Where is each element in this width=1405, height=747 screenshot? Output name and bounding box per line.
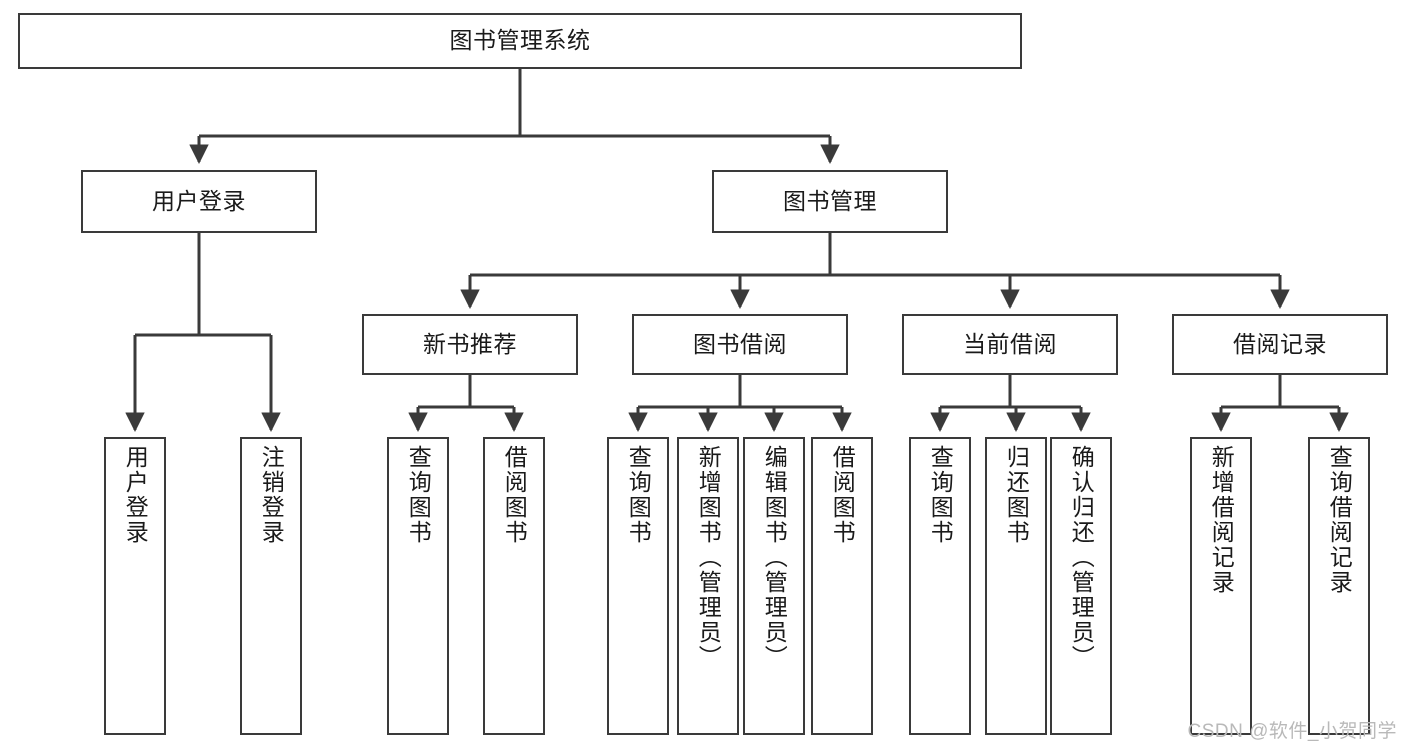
leaf-user-login-label: 用户登录 xyxy=(122,445,149,545)
leaf-borrow-book[interactable]: 借阅图书 xyxy=(811,437,873,735)
leaf-return-book[interactable]: 归还图书 xyxy=(985,437,1047,735)
leaf-query-book-borrow[interactable]: 查询图书 xyxy=(607,437,669,735)
node-user-login-label: 用户登录 xyxy=(152,187,246,214)
leaf-borrow-book-label: 借阅图书 xyxy=(829,445,856,545)
node-book-borrow[interactable]: 图书借阅 xyxy=(632,314,848,375)
leaf-query-book-current-label: 查询图书 xyxy=(927,445,954,545)
node-current-borrow-label: 当前借阅 xyxy=(963,330,1057,357)
node-book-borrow-label: 图书借阅 xyxy=(693,330,787,357)
node-book-management-label: 图书管理 xyxy=(783,187,877,214)
node-new-book-recommend-label: 新书推荐 xyxy=(423,330,517,357)
leaf-confirm-return-admin-label: 确认归还（管理员） xyxy=(1068,445,1095,670)
node-borrow-record-label: 借阅记录 xyxy=(1233,330,1327,357)
leaf-edit-book-admin-label: 编辑图书（管理员） xyxy=(761,445,788,670)
leaf-add-book-admin-label: 新增图书（管理员） xyxy=(695,445,722,670)
leaf-query-book-borrow-label: 查询图书 xyxy=(625,445,652,545)
leaf-query-borrow-record-label: 查询借阅记录 xyxy=(1326,445,1353,595)
leaf-query-book-current[interactable]: 查询图书 xyxy=(909,437,971,735)
node-new-book-recommend[interactable]: 新书推荐 xyxy=(362,314,578,375)
leaf-user-login[interactable]: 用户登录 xyxy=(104,437,166,735)
leaf-query-borrow-record[interactable]: 查询借阅记录 xyxy=(1308,437,1370,735)
node-book-management[interactable]: 图书管理 xyxy=(712,170,948,233)
leaf-add-book-admin[interactable]: 新增图书（管理员） xyxy=(677,437,739,735)
leaf-borrow-book-recommend[interactable]: 借阅图书 xyxy=(483,437,545,735)
node-borrow-record[interactable]: 借阅记录 xyxy=(1172,314,1388,375)
watermark: CSDN @软件_小贺同学 xyxy=(1187,721,1397,742)
node-root-label: 图书管理系统 xyxy=(449,27,591,54)
leaf-add-borrow-record-label: 新增借阅记录 xyxy=(1208,445,1235,595)
leaf-logout[interactable]: 注销登录 xyxy=(240,437,302,735)
leaf-confirm-return-admin[interactable]: 确认归还（管理员） xyxy=(1050,437,1112,735)
leaf-return-book-label: 归还图书 xyxy=(1003,445,1030,545)
node-root[interactable]: 图书管理系统 xyxy=(18,13,1022,69)
leaf-edit-book-admin[interactable]: 编辑图书（管理员） xyxy=(743,437,805,735)
leaf-borrow-book-recommend-label: 借阅图书 xyxy=(501,445,528,545)
node-user-login[interactable]: 用户登录 xyxy=(81,170,317,233)
node-current-borrow[interactable]: 当前借阅 xyxy=(902,314,1118,375)
leaf-query-book-recommend[interactable]: 查询图书 xyxy=(387,437,449,735)
leaf-logout-label: 注销登录 xyxy=(258,445,285,545)
leaf-query-book-recommend-label: 查询图书 xyxy=(405,445,432,545)
leaf-add-borrow-record[interactable]: 新增借阅记录 xyxy=(1190,437,1252,735)
